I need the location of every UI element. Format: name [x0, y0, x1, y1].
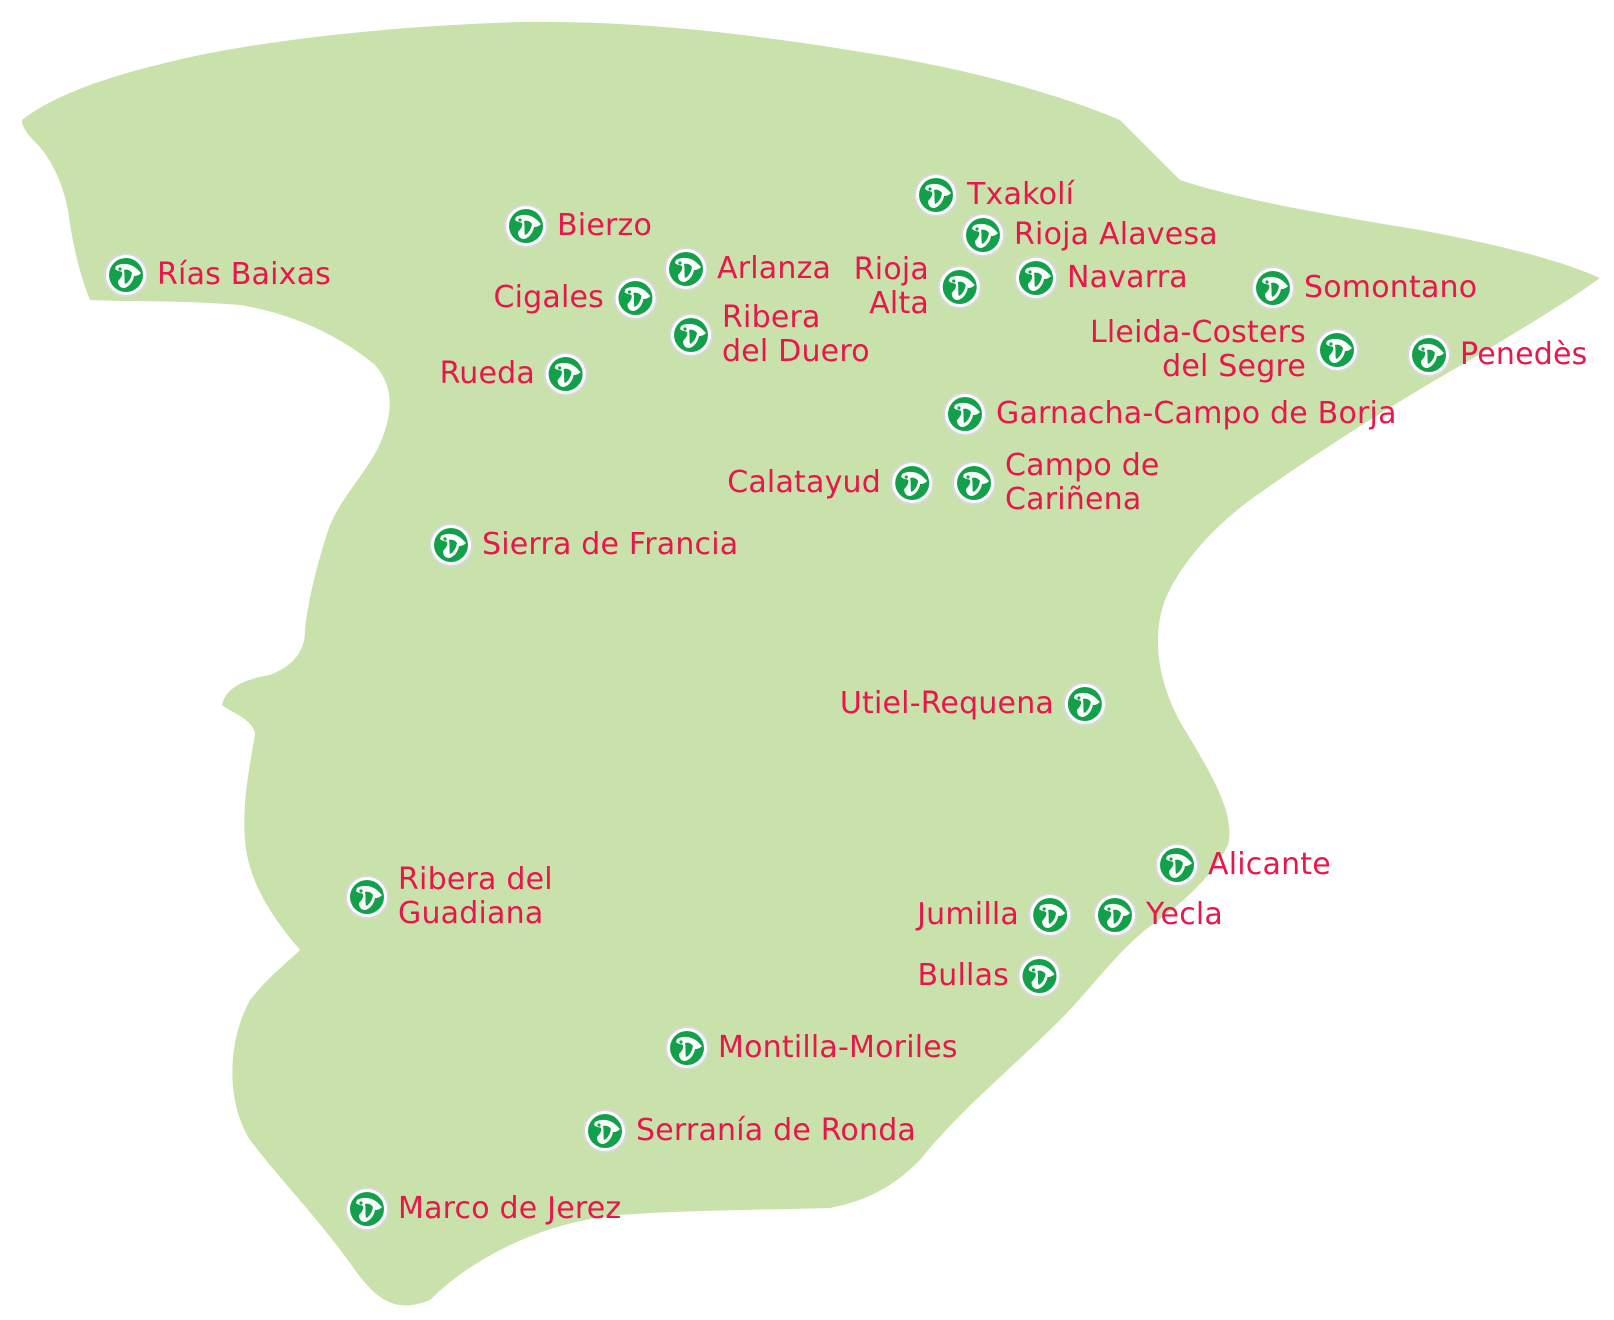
region-sierra-de-francia[interactable]: Sierra de Francia — [428, 522, 738, 568]
wine-region-icon — [951, 460, 997, 506]
wine-region-icon — [1406, 332, 1452, 378]
region-label: Marco de Jerez — [398, 1191, 622, 1226]
region-ribera-del-duero[interactable]: Ribera del Duero — [668, 301, 870, 369]
wine-region-icon — [1250, 265, 1296, 311]
region-label: Rioja Alavesa — [1014, 217, 1218, 252]
region-label: Cigales — [493, 280, 604, 315]
region-rias-baixas[interactable]: Rías Baixas — [103, 252, 331, 298]
wine-region-icon — [960, 212, 1006, 258]
region-label: Ribera del Guadiana — [398, 862, 553, 931]
region-bierzo[interactable]: Bierzo — [503, 203, 652, 249]
region-jumilla[interactable]: Jumilla — [917, 892, 1073, 938]
region-label: Calatayud — [727, 465, 881, 500]
wine-region-icon — [913, 172, 959, 218]
region-label: Serranía de Ronda — [636, 1113, 917, 1148]
region-utiel-requena[interactable]: Utiel-Requena — [840, 681, 1108, 727]
region-alicante[interactable]: Alicante — [1154, 842, 1331, 888]
wine-region-icon — [1013, 255, 1059, 301]
region-penedes[interactable]: Penedès — [1406, 332, 1587, 378]
region-label: Rías Baixas — [157, 257, 331, 292]
region-label: Alicante — [1208, 847, 1331, 882]
wine-region-icon — [1154, 842, 1200, 888]
region-label: Arlanza — [717, 251, 832, 286]
wine-region-icon — [103, 252, 149, 298]
region-garnacha-campo-de-borja[interactable]: Garnacha-Campo de Borja — [942, 391, 1397, 437]
region-navarra[interactable]: Navarra — [1013, 255, 1188, 301]
wine-region-icon — [1027, 892, 1073, 938]
region-arlanza[interactable]: Arlanza — [663, 246, 831, 292]
wine-region-icon — [937, 264, 983, 310]
region-lleida-costers-del-segre[interactable]: Lleida-Costers del Segre — [1090, 316, 1360, 384]
region-rioja-alavesa[interactable]: Rioja Alavesa — [960, 212, 1218, 258]
region-label: Utiel-Requena — [839, 686, 1054, 721]
wine-region-icon — [344, 1186, 390, 1232]
region-label: Bierzo — [557, 208, 653, 243]
wine-region-icon — [1314, 327, 1360, 373]
region-label: Ribera del Duero — [722, 300, 870, 369]
region-montilla-moriles[interactable]: Montilla-Moriles — [664, 1025, 958, 1071]
region-label: Penedès — [1460, 337, 1588, 372]
wine-region-icon — [942, 391, 988, 437]
wine-region-icon — [1062, 681, 1108, 727]
region-ribera-del-guadiana[interactable]: Ribera del Guadiana — [344, 863, 553, 931]
region-rueda[interactable]: Rueda — [440, 351, 589, 397]
region-label: Yecla — [1146, 897, 1224, 932]
wine-region-icon — [668, 312, 714, 358]
region-campo-de-carinena[interactable]: Campo de Cariñena — [951, 449, 1160, 517]
region-label: Somontano — [1304, 270, 1478, 305]
region-bullas[interactable]: Bullas — [918, 953, 1063, 999]
wine-region-icon — [1092, 892, 1138, 938]
wine-region-icon — [612, 275, 658, 321]
region-calatayud[interactable]: Calatayud — [727, 460, 935, 506]
wine-region-icon — [889, 460, 935, 506]
region-rioja-alta[interactable]: Rioja Alta — [854, 253, 983, 321]
region-label: Sierra de Francia — [482, 527, 739, 562]
region-yecla[interactable]: Yecla — [1092, 892, 1223, 938]
region-somontano[interactable]: Somontano — [1250, 265, 1477, 311]
region-marco-de-jerez[interactable]: Marco de Jerez — [344, 1186, 621, 1232]
wine-region-icon — [582, 1108, 628, 1154]
wine-region-icon — [663, 246, 709, 292]
region-label: Rueda — [439, 356, 535, 391]
region-cigales[interactable]: Cigales — [493, 275, 658, 321]
region-label: Garnacha-Campo de Borja — [996, 396, 1397, 431]
wine-region-icon — [503, 203, 549, 249]
region-label: Txakolí — [967, 177, 1075, 212]
wine-region-icon — [344, 874, 390, 920]
wine-region-icon — [664, 1025, 710, 1071]
region-serrania-de-ronda[interactable]: Serranía de Ronda — [582, 1108, 916, 1154]
region-label: Bullas — [917, 958, 1009, 993]
region-txakoli[interactable]: Txakolí — [913, 172, 1074, 218]
region-label: Montilla-Moriles — [718, 1030, 958, 1065]
region-label: Jumilla — [917, 897, 1019, 932]
region-label: Navarra — [1067, 260, 1188, 295]
region-label: Lleida-Costers del Segre — [1089, 315, 1306, 384]
region-label: Campo de Cariñena — [1005, 448, 1160, 517]
wine-region-icon — [428, 522, 474, 568]
region-label: Rioja Alta — [853, 252, 929, 321]
wine-region-icon — [1017, 953, 1063, 999]
wine-region-icon — [543, 351, 589, 397]
